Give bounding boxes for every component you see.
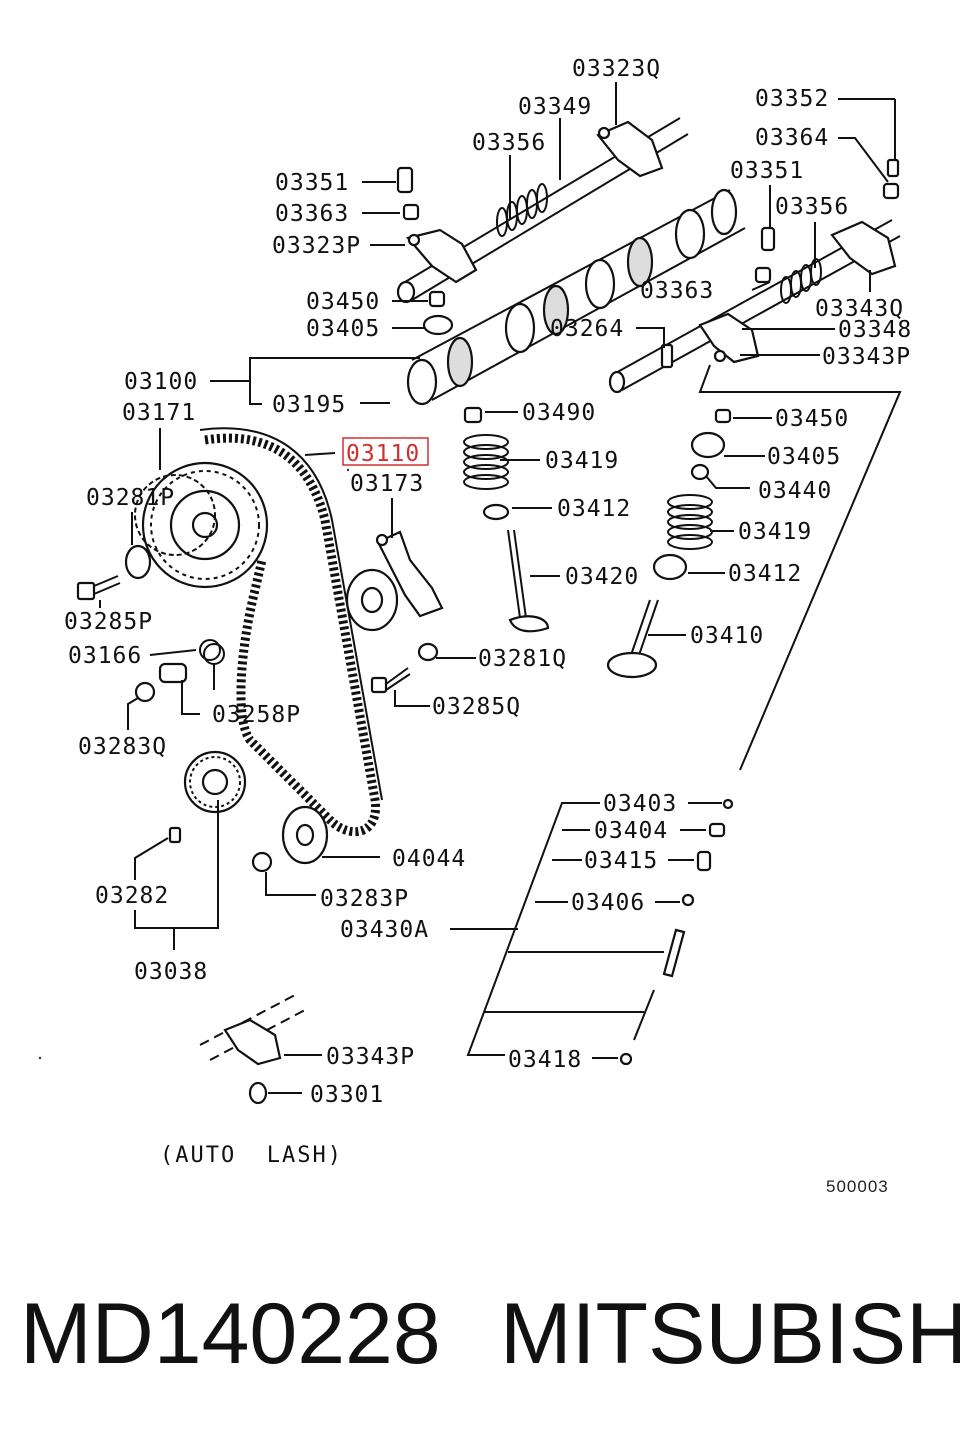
valve-train-left xyxy=(463,406,550,633)
label-03418: 03418 xyxy=(508,1047,582,1073)
label-03038: 03038 xyxy=(134,959,208,985)
label-03405-right: 03405 xyxy=(767,444,841,470)
label-03412-right: 03412 xyxy=(728,561,802,587)
label-03110: 03110 xyxy=(346,441,420,467)
label-03403: 03403 xyxy=(603,791,677,817)
label-03419-left: 03419 xyxy=(545,448,619,474)
label-03348: 03348 xyxy=(838,317,912,343)
label-03440: 03440 xyxy=(758,478,832,504)
label-03412-left: 03412 xyxy=(557,496,631,522)
label-03264: 03264 xyxy=(550,316,624,342)
part-number: MD140228 xyxy=(20,1286,441,1382)
label-03343P-top: 03343P xyxy=(822,344,911,370)
label-03171: 03171 xyxy=(122,400,196,426)
rocker-shaft-right xyxy=(608,158,901,394)
label-03356-right: 03356 xyxy=(775,194,849,220)
label-03356-left: 03356 xyxy=(472,130,546,156)
label-03285Q: 03285Q xyxy=(432,694,521,720)
label-03281P: 03281P xyxy=(86,485,175,511)
camshaft xyxy=(406,188,746,406)
label-03285P: 03285P xyxy=(64,609,153,635)
label-03351-left: 03351 xyxy=(275,170,349,196)
label-03281Q: 03281Q xyxy=(478,646,567,672)
label-03343Q: 03343Q xyxy=(815,296,904,322)
label-03410: 03410 xyxy=(690,623,764,649)
label-03404: 03404 xyxy=(594,818,668,844)
footer-caption: MD140228 MITSUBISHI xyxy=(0,1285,960,1405)
label-03419-right: 03419 xyxy=(738,519,812,545)
diagram-code: 500003 xyxy=(826,1177,889,1196)
label-03301: 03301 xyxy=(310,1082,384,1108)
part-labels: 03323Q 03349 03356 03351 03363 03323P 03… xyxy=(64,56,912,1196)
label-03258P: 03258P xyxy=(212,702,301,728)
parts-diagram: 03323Q 03349 03356 03351 03363 03323P 03… xyxy=(38,56,912,1196)
label-03405-left: 03405 xyxy=(306,316,380,342)
label-03351-right: 03351 xyxy=(730,158,804,184)
label-03430A: 03430A xyxy=(340,917,429,943)
label-03420: 03420 xyxy=(565,564,639,590)
label-03323Q: 03323Q xyxy=(572,56,661,82)
label-03490: 03490 xyxy=(522,400,596,426)
label-03195: 03195 xyxy=(272,392,346,418)
label-03323P: 03323P xyxy=(272,233,361,259)
label-03173: 03173 xyxy=(350,471,424,497)
label-03363-right: 03363 xyxy=(640,278,714,304)
label-03343P-bottom: 03343P xyxy=(326,1044,415,1070)
auto-lash-note: (AUTO LASH) xyxy=(160,1143,343,1168)
label-03283P: 03283P xyxy=(320,886,409,912)
label-03450-left: 03450 xyxy=(306,289,380,315)
lash-adjuster-parts xyxy=(619,798,734,1066)
label-03363-left: 03363 xyxy=(275,201,349,227)
rocker-shaft-left xyxy=(396,117,689,336)
label-03415: 03415 xyxy=(584,848,658,874)
label-04044: 04044 xyxy=(392,846,466,872)
valve-train-right xyxy=(606,408,732,679)
label-03349: 03349 xyxy=(518,94,592,120)
label-03406: 03406 xyxy=(571,890,645,916)
label-03352: 03352 xyxy=(755,86,829,112)
label-03364: 03364 xyxy=(755,125,829,151)
leader-lines xyxy=(38,82,902,1094)
label-03166: 03166 xyxy=(68,643,142,669)
label-03282: 03282 xyxy=(95,883,169,909)
label-03100: 03100 xyxy=(124,369,198,395)
timing-belt-assembly xyxy=(76,427,444,873)
brand-name: MITSUBISHI xyxy=(500,1286,960,1382)
highlight-box xyxy=(342,437,429,466)
label-03450-right: 03450 xyxy=(775,406,849,432)
label-03283Q: 03283Q xyxy=(78,734,167,760)
auto-lash-rocker xyxy=(199,994,306,1105)
